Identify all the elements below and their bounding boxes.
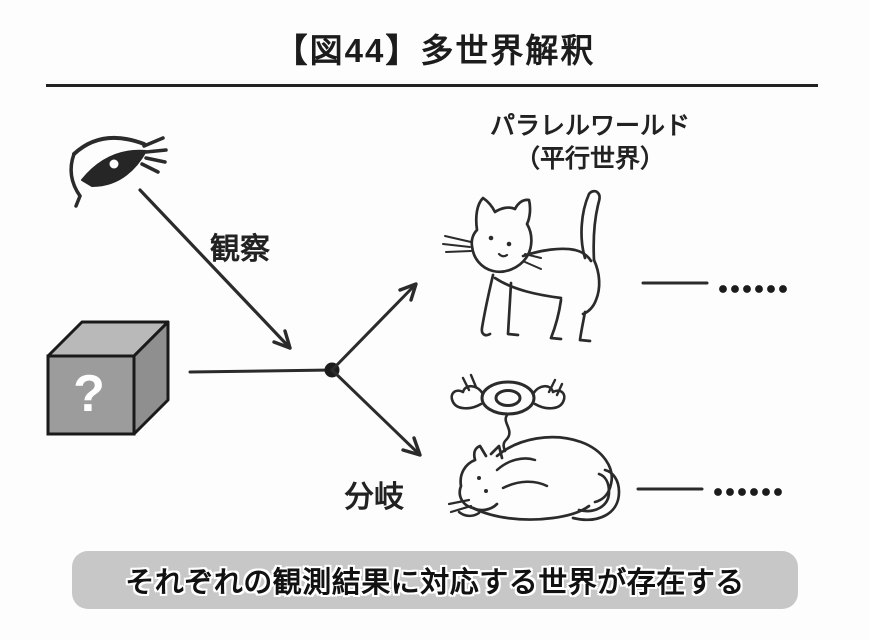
box-front-face	[46, 354, 136, 436]
continuation-dots	[636, 487, 782, 496]
halo-wing-left	[450, 384, 485, 410]
halo-icon	[480, 380, 536, 416]
parallel-world-label: パラレルワールド （平行世界）	[445, 110, 735, 176]
observation-arrow	[138, 188, 292, 350]
parallel-world-line2: （平行世界）	[514, 145, 665, 173]
figure-title: 【図44】多世界解釈	[274, 32, 596, 69]
branch-fork-arrows	[188, 282, 422, 457]
question-box-icon: ?	[46, 320, 170, 436]
conclusion-caption: それぞれの観測結果に対応する世界が存在する	[72, 551, 798, 609]
box-question-mark: ?	[73, 365, 105, 423]
branching-label: 分岐	[344, 481, 404, 514]
alive-cat-icon	[442, 189, 601, 343]
observation-label: 観察	[210, 233, 270, 266]
parallel-world-line1: パラレルワールド	[489, 112, 690, 140]
continuation-dots	[641, 281, 787, 293]
dead-cat-with-halo-icon	[447, 373, 621, 522]
eye-icon	[69, 136, 168, 208]
title-underline	[46, 84, 818, 87]
halo-wing-right	[531, 384, 566, 410]
